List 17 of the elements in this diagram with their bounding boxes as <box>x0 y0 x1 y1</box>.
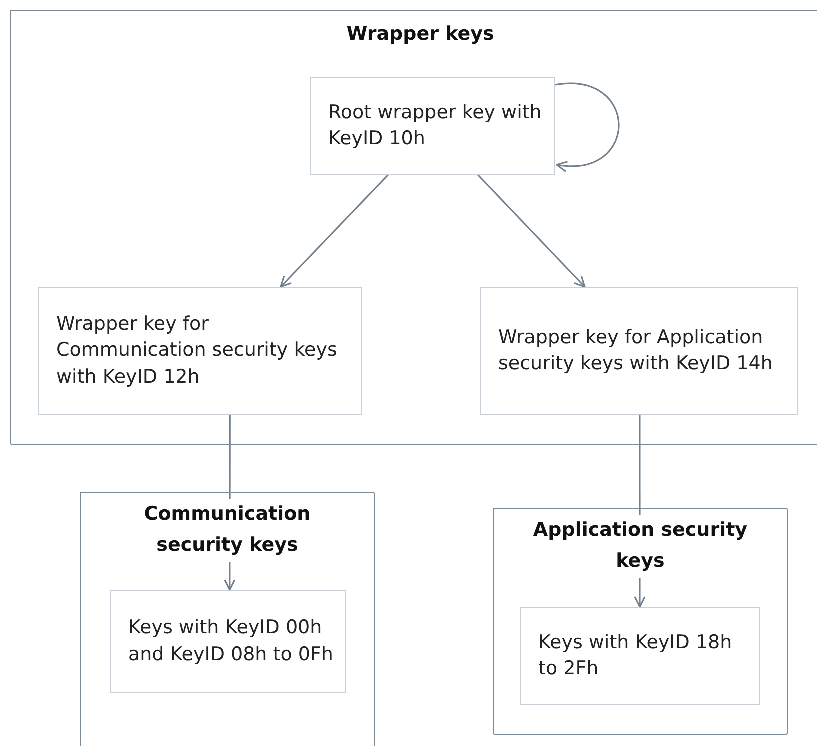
node-label: Root wrapper key with KeyID 10h <box>328 100 543 152</box>
group-frame <box>10 10 817 445</box>
key-box <box>310 76 554 174</box>
key-box <box>520 606 760 704</box>
key-box <box>110 590 346 692</box>
arrow <box>478 174 586 288</box>
arrow <box>280 174 389 288</box>
node-label: Wrapper key for Communication security keys with KeyID 12h <box>56 312 338 390</box>
group-title: Application security keys <box>530 515 750 578</box>
key-box <box>480 286 798 414</box>
node-label: Wrapper key for Application security keys with KeyID 14h <box>498 324 774 376</box>
node-label: Keys with KeyID 00h and KeyID 08h to 0Fh <box>128 615 334 667</box>
key-box <box>38 286 362 414</box>
node-label: Keys with KeyID 18h to 2Fh <box>538 630 734 682</box>
group-frame <box>80 492 375 746</box>
group-frame <box>493 508 788 735</box>
arrow <box>554 82 620 172</box>
